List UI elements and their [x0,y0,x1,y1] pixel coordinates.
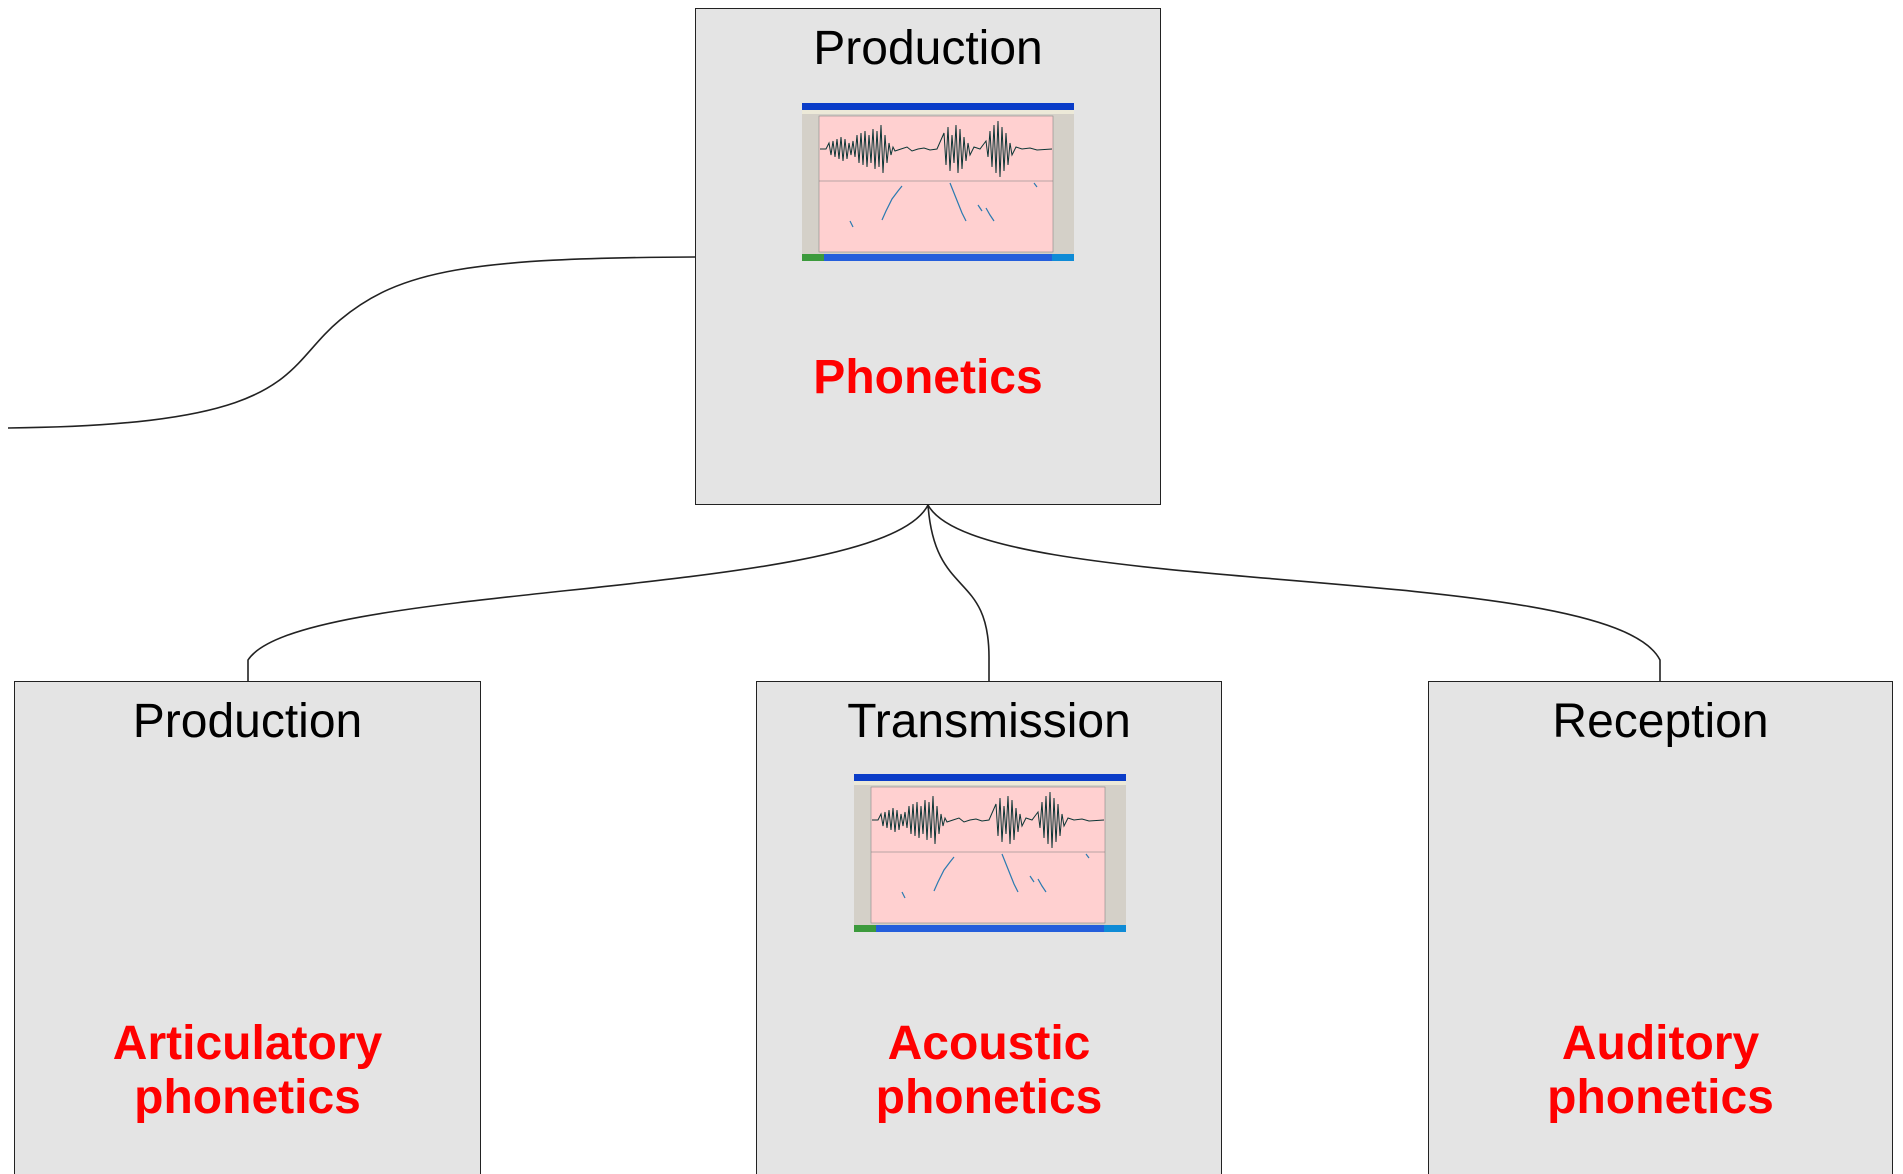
pitch-track [849,182,1038,228]
node-concept-line2: phonetics [134,1071,361,1124]
link-root-to-left [247,504,929,681]
node-heading: Production [132,695,363,748]
link-offscreen-to-root [7,256,696,429]
node-auditory: Reception Auditory phonetics [1428,681,1893,1174]
node-acoustic: Transmission Acoustic phonetics [756,681,1222,1174]
link-root-to-right [927,504,1661,681]
waveform-screenshot-thumbnail [802,103,1074,261]
node-heading: Reception [1552,695,1769,748]
node-concept-line1: Acoustic [887,1017,1091,1070]
node-concept-line1: Phonetics [813,351,1043,404]
node-root: Production Phonetics [695,8,1161,505]
waveform-upper [872,791,1105,849]
node-concept: Acoustic phonetics [757,1017,1221,1125]
node-concept-line2: phonetics [1547,1071,1774,1124]
node-concept: Articulatory phonetics [15,1017,480,1125]
node-concept-line1: Articulatory [112,1017,383,1070]
node-concept-line2: phonetics [875,1071,1103,1124]
node-concept-line1: Auditory [1561,1017,1760,1070]
pitch-track [901,853,1090,899]
node-articulatory: Production Articulatory phonetics [14,681,481,1174]
node-heading: Production [813,22,1043,75]
waveform-upper [820,120,1053,178]
node-heading: Transmission [847,695,1131,748]
node-concept: Phonetics [696,351,1160,405]
node-concept: Auditory phonetics [1429,1017,1892,1125]
waveform-screenshot-thumbnail [854,774,1126,932]
link-root-to-middle [927,504,990,681]
